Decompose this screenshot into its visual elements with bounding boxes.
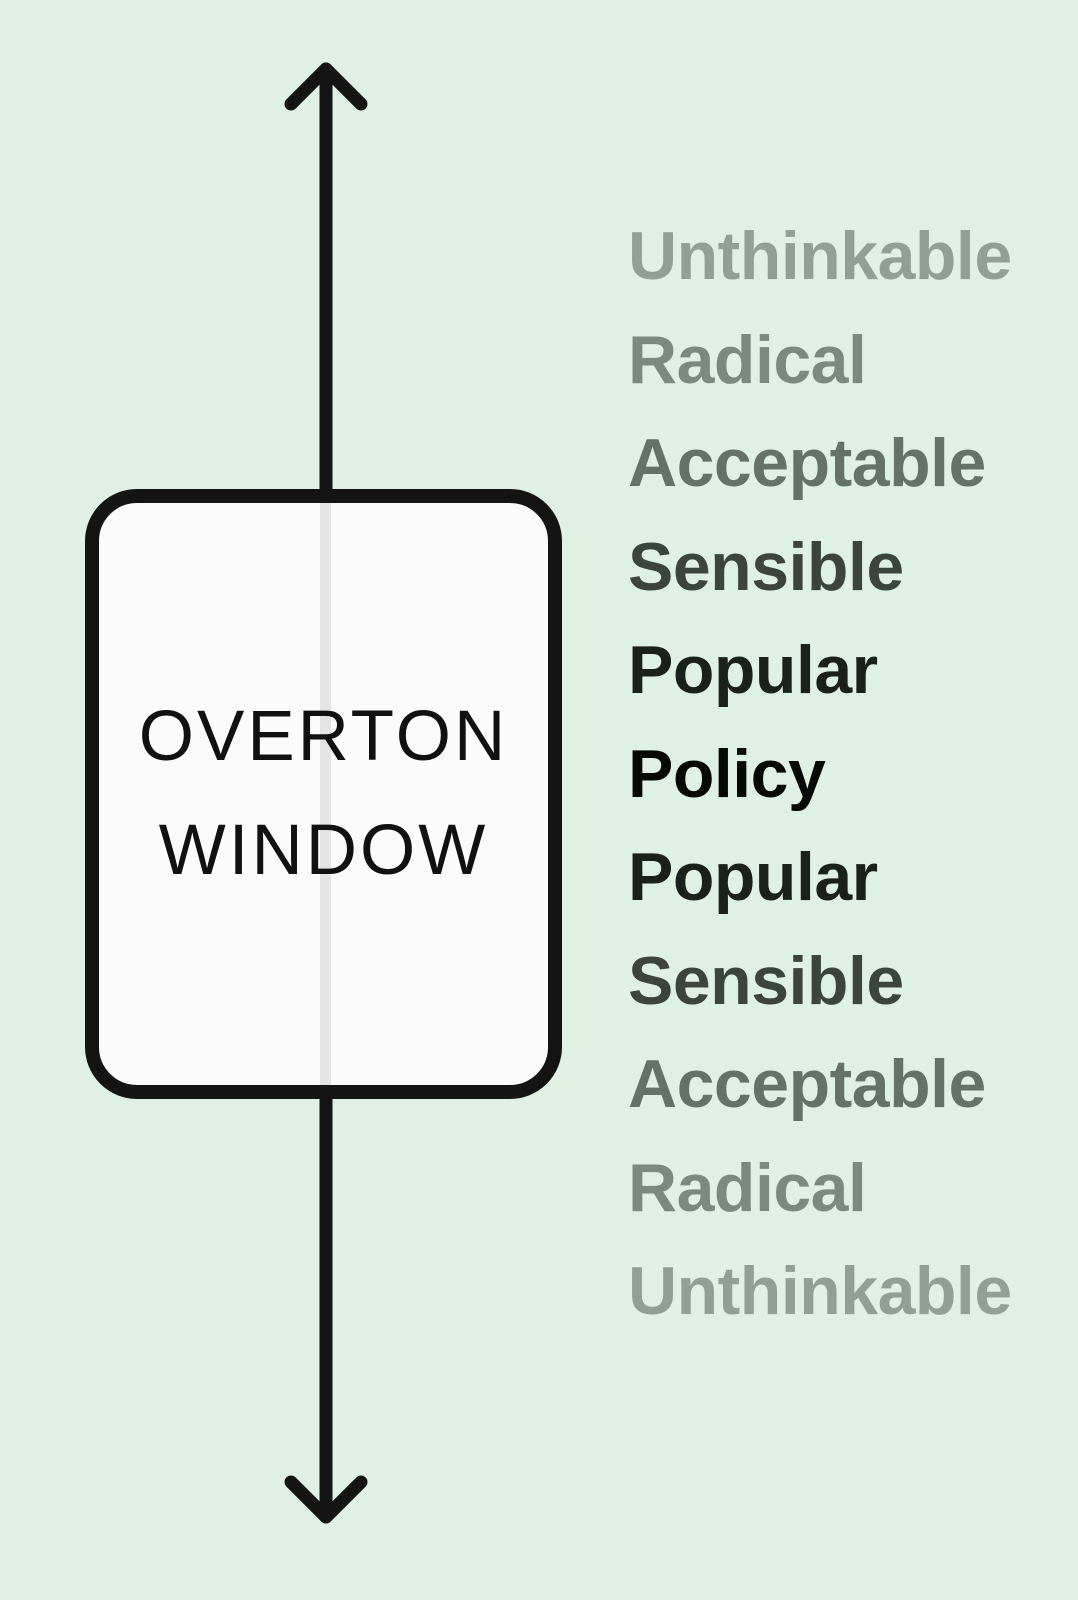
scale-label: Popular	[628, 839, 878, 915]
window-title-line-1: OVERTON	[138, 697, 509, 776]
scale-label: Sensible	[628, 942, 904, 1019]
overton-window-box: OVERTON WINDOW	[85, 489, 562, 1099]
scale-label: Acceptable	[628, 1046, 986, 1122]
scale-label: Popular	[628, 632, 878, 708]
scale-label: Policy	[628, 735, 826, 812]
arrow-head-up-icon	[284, 62, 368, 111]
scale-label: Unthinkable	[628, 1253, 1012, 1329]
scale-label: Acceptable	[628, 425, 986, 501]
arrow-line-seam	[320, 503, 331, 1085]
scale-label: Radical	[628, 321, 867, 398]
scale-label: Unthinkable	[628, 218, 1012, 294]
scale-label: Sensible	[628, 528, 904, 605]
acceptance-scale: Unthinkable Radical Acceptable Sensible …	[628, 205, 1012, 1344]
scale-label: Radical	[628, 1149, 867, 1226]
window-title-line-2: WINDOW	[158, 811, 489, 890]
arrow-head-down-icon	[284, 1475, 368, 1524]
